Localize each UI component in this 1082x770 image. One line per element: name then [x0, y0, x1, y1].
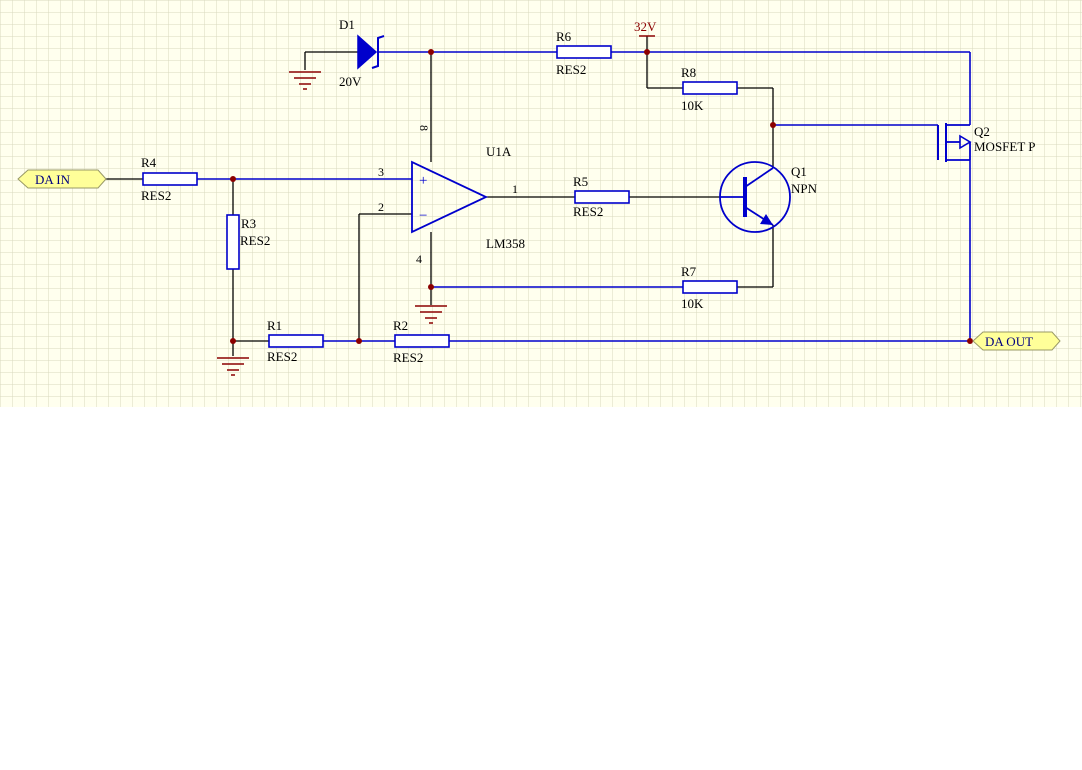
resistor-r4[interactable] — [142, 172, 198, 186]
port-da-in-label: DA IN — [35, 172, 71, 187]
ground-symbol-opamp — [415, 305, 447, 324]
d1-ref-label: D1 — [339, 17, 355, 32]
r7-value-label: 10K — [681, 296, 704, 311]
resistor-r3[interactable] — [226, 214, 240, 270]
pin-8-label: 8 — [417, 125, 431, 131]
q1-ref-label: Q1 — [791, 164, 807, 179]
r3-ref-label: R3 — [241, 216, 256, 231]
wires — [106, 36, 971, 356]
r2-value-label: RES2 — [393, 350, 423, 365]
r2-ref-label: R2 — [393, 318, 408, 333]
u1a-ref-label: U1A — [486, 144, 512, 159]
port-da-out[interactable]: DA OUT — [972, 331, 1061, 351]
port-da-out-label: DA OUT — [985, 334, 1033, 349]
r7-ref-label: R7 — [681, 264, 697, 279]
resistor-r8[interactable] — [682, 81, 738, 95]
pin-1-label: 1 — [512, 182, 518, 196]
power-label: 32V — [634, 19, 657, 34]
pin-4-label: 4 — [416, 252, 422, 266]
r6-value-label: RES2 — [556, 62, 586, 77]
r8-value-label: 10K — [681, 98, 704, 113]
resistor-r5[interactable] — [574, 190, 630, 204]
r1-ref-label: R1 — [267, 318, 282, 333]
r1-value-label: RES2 — [267, 349, 297, 364]
r8-ref-label: R8 — [681, 65, 696, 80]
r4-ref-label: R4 — [141, 155, 157, 170]
opamp-u1a[interactable]: + − — [411, 160, 489, 234]
power-flag-32v: 32V — [634, 19, 657, 37]
pin-2-label: 2 — [378, 200, 384, 214]
q2-value-label: MOSFET P — [974, 139, 1036, 154]
r5-ref-label: R5 — [573, 174, 588, 189]
opamp-minus-sign: − — [419, 208, 427, 224]
r5-value-label: RES2 — [573, 204, 603, 219]
schematic-grid — [0, 0, 1082, 407]
mosfet-q2[interactable] — [937, 123, 972, 162]
q2-ref-label: Q2 — [974, 124, 990, 139]
resistor-r7[interactable] — [682, 280, 738, 294]
opamp-plus-sign: + — [419, 173, 427, 189]
r3-value-label: RES2 — [240, 233, 270, 248]
resistor-r2[interactable] — [394, 334, 450, 348]
resistor-r1[interactable] — [268, 334, 324, 348]
resistor-r6[interactable] — [556, 45, 612, 59]
d1-value-label: 20V — [339, 74, 362, 89]
r4-value-label: RES2 — [141, 188, 171, 203]
junctions — [230, 49, 973, 344]
r6-ref-label: R6 — [556, 29, 572, 44]
ground-symbol-d1 — [289, 71, 321, 90]
q1-value-label: NPN — [791, 181, 818, 196]
pin-3-label: 3 — [378, 165, 384, 179]
u1a-value-label: LM358 — [486, 236, 525, 251]
port-da-in[interactable]: DA IN — [17, 169, 107, 189]
zener-diode-d1[interactable] — [357, 34, 385, 70]
npn-transistor-q1[interactable] — [719, 161, 791, 233]
ground-symbol-r3 — [217, 357, 249, 376]
